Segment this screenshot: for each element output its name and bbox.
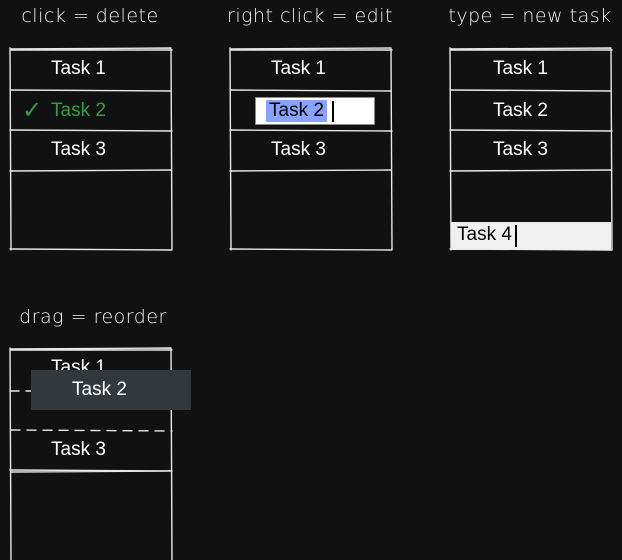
delete-task-2-done[interactable]: Task 2 [51,100,106,121]
delete-task-3[interactable]: Task 3 [51,139,106,160]
edit-panel-frame [229,47,393,251]
delete-panel-frame [9,47,173,251]
new-panel-title: type = new task [448,5,612,27]
delete-panel-title: click = delete [21,5,159,27]
new-task-1[interactable]: Task 1 [493,58,548,79]
new-task-3[interactable]: Task 3 [493,139,548,160]
checkmark-icon: ✓ [22,97,43,124]
new-task-2[interactable]: Task 2 [493,100,548,121]
edit-panel-title: right click = edit [227,5,393,27]
edit-task-1[interactable]: Task 1 [271,58,326,79]
text-caret [332,101,334,122]
edit-task-2-selection: Task 2 [266,100,327,122]
edit-task-3[interactable]: Task 3 [271,139,326,160]
reorder-panel-title: drag = reorder [19,306,167,328]
new-task-input[interactable]: Task 4 [451,222,611,250]
dragging-task-2[interactable]: Task 2 [31,370,191,410]
reorder-task-3[interactable]: Task 3 [51,439,106,460]
delete-task-1[interactable]: Task 1 [51,58,106,79]
new-panel-frame [449,47,613,251]
reorder-panel-frame [9,347,173,560]
new-task-input-text: Task 4 [457,224,512,245]
text-caret [515,225,517,247]
